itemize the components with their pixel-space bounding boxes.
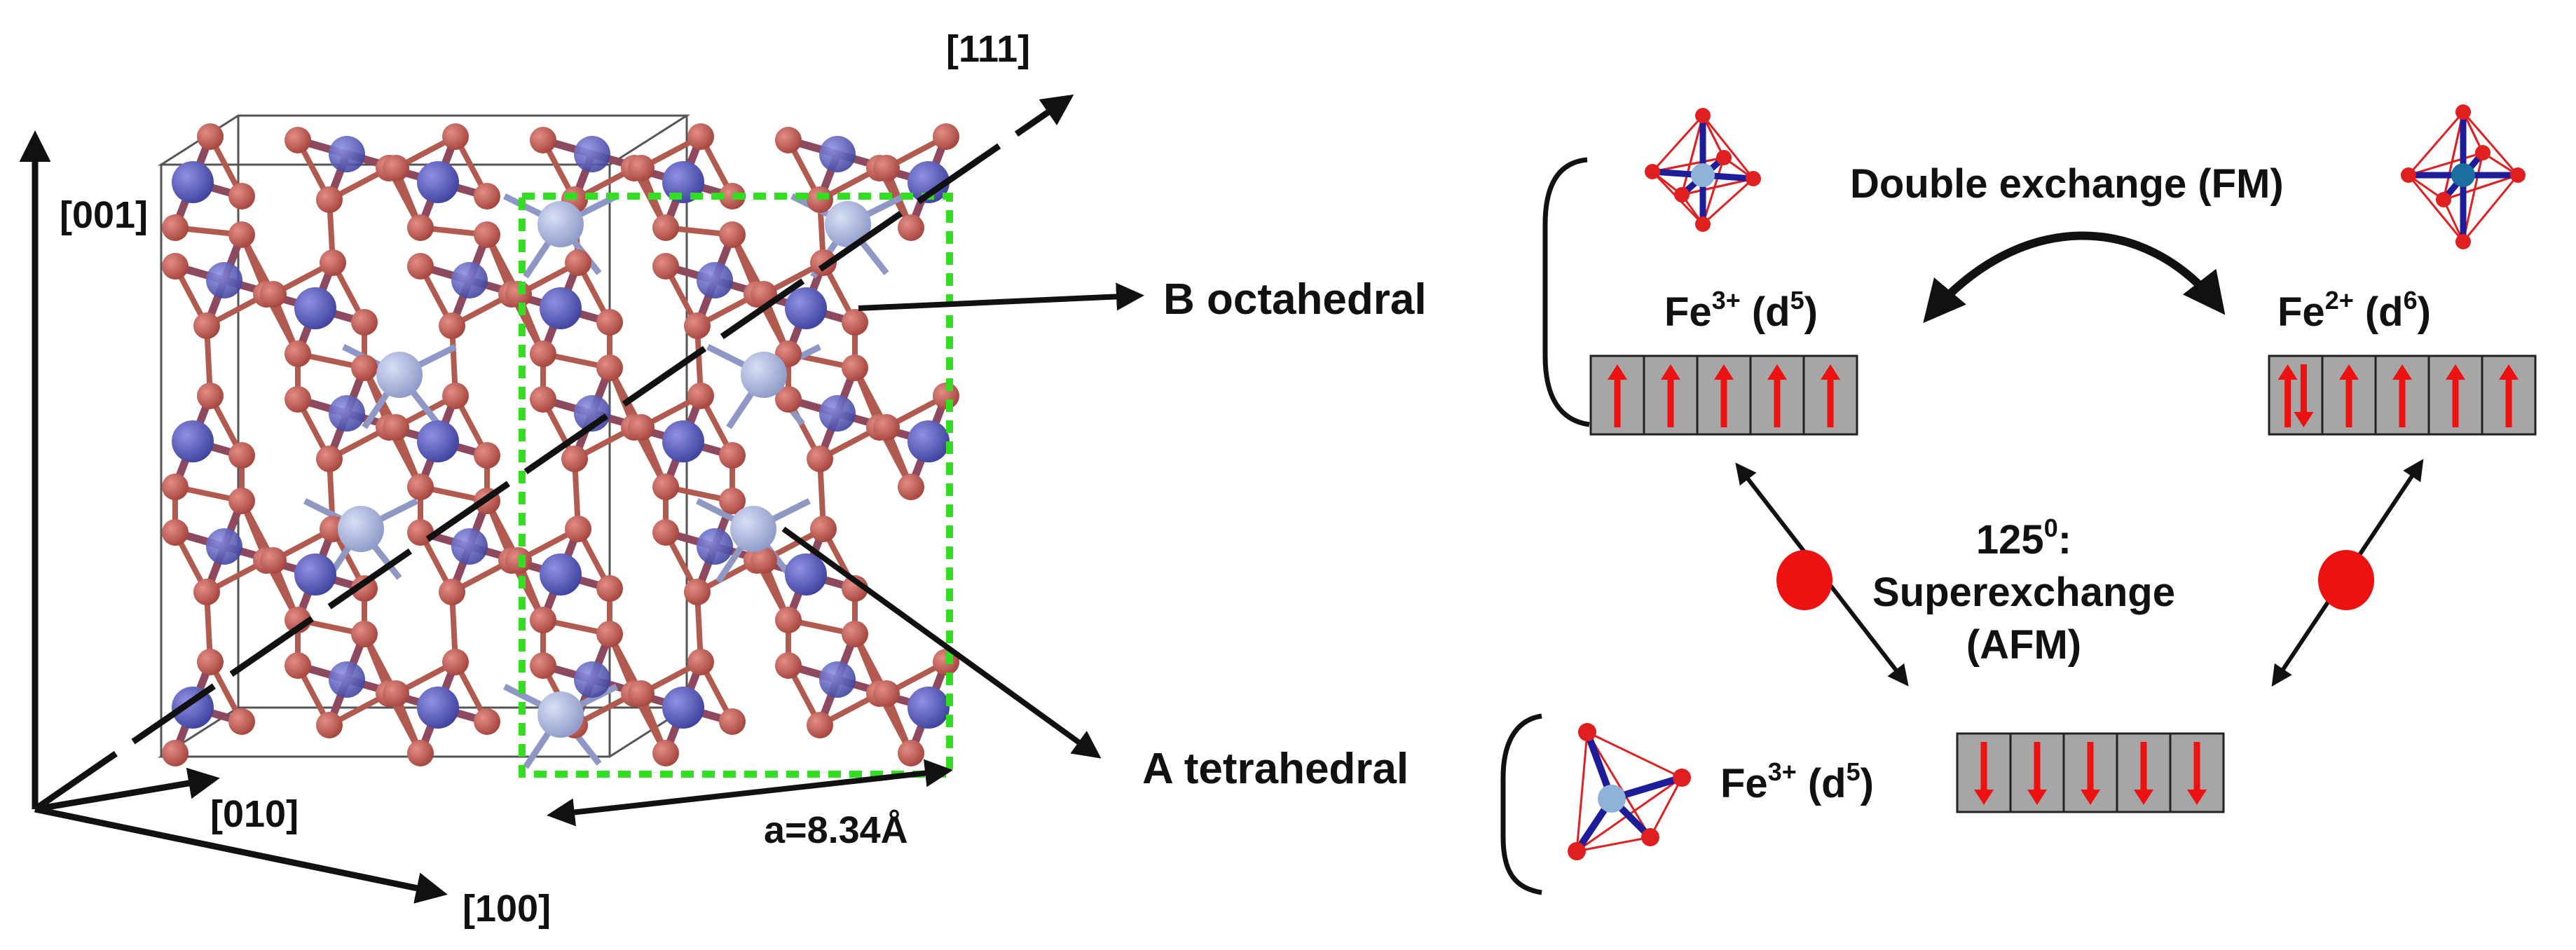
fe3-octahedral-ion-label: Fe3+ (d5)	[1664, 286, 1818, 335]
axis-010-label: [010]	[210, 793, 299, 835]
superexchange-afm-label: (AFM)	[1966, 622, 2081, 668]
fe3-octahedral-orbital-1	[1589, 354, 1645, 436]
fe3-tetrahedral-orbital-2	[2009, 732, 2065, 813]
fe2-octahedron-icon	[2401, 104, 2526, 249]
fe2-octahedral-spin-boxes	[2268, 354, 2537, 436]
crystal-structure	[157, 114, 959, 778]
fe3-octahedron-icon	[1645, 108, 1761, 232]
axis-100-arrow	[34, 806, 448, 904]
fe3-octahedral-orbital-2	[1643, 354, 1699, 436]
fe2-octahedral-orbital-5	[2481, 354, 2537, 436]
fe3-octahedral-orbital-4	[1749, 354, 1805, 436]
fe3-tetrahedral-orbital-1	[1956, 732, 2012, 813]
octahedral-bracket	[1542, 157, 1590, 427]
oxygen-marker-left	[1776, 550, 1832, 610]
axis-010-arrow	[34, 767, 220, 813]
axis-111-label: [111]	[946, 28, 1030, 70]
crystal-axes	[19, 94, 1074, 904]
fe3-tetrahedral-orbital-4	[2116, 732, 2172, 813]
lattice-constant-label: a=8.34Å	[764, 809, 908, 851]
fe3-tetrahedral-ion-label: Fe3+ (d5)	[1720, 757, 1874, 806]
fe3-octahedral-orbital-3	[1696, 354, 1752, 436]
octahedral-site-label: B octahedral	[1163, 275, 1427, 324]
fe3-octahedral-spin-boxes	[1589, 354, 1858, 436]
superexchange-angle-label: 1250:	[1976, 514, 2071, 563]
fe2-octahedral-orbital-2	[2321, 354, 2377, 436]
double-exchange-arrow	[1923, 231, 2226, 324]
fe2-octahedral-ion-label: Fe2+ (d6)	[2277, 286, 2431, 335]
axis-111-arrow	[33, 94, 1074, 812]
fe2-octahedral-orbital-4	[2427, 354, 2483, 436]
fe3-tetrahedron-icon	[1568, 723, 1691, 860]
axis-001-label: [001]	[60, 194, 148, 236]
double-exchange-label: Double exchange (FM)	[1850, 161, 2284, 207]
fe2-octahedral-orbital-3	[2374, 354, 2430, 436]
fe2-octahedral-orbital-1	[2268, 354, 2324, 436]
tetrahedral-site-label: A tetrahedral	[1142, 745, 1409, 793]
fe3-tetrahedral-spin-boxes	[1956, 732, 2225, 813]
axis-100-label: [100]	[463, 888, 551, 930]
tetrahedral-pointer-arrow	[781, 526, 1102, 759]
lattice-atoms	[162, 123, 959, 766]
oxygen-marker-right	[2318, 550, 2374, 610]
lattice-constant-arrow	[547, 759, 953, 827]
tetrahedral-bracket	[1500, 713, 1542, 895]
fe3-octahedral-orbital-5	[1802, 354, 1858, 436]
fe3-tetrahedral-orbital-3	[2062, 732, 2118, 813]
superexchange-label: Superexchange	[1872, 570, 2175, 615]
fe3-tetrahedral-orbital-5	[2169, 732, 2225, 813]
octahedral-pointer-arrow	[858, 282, 1144, 311]
